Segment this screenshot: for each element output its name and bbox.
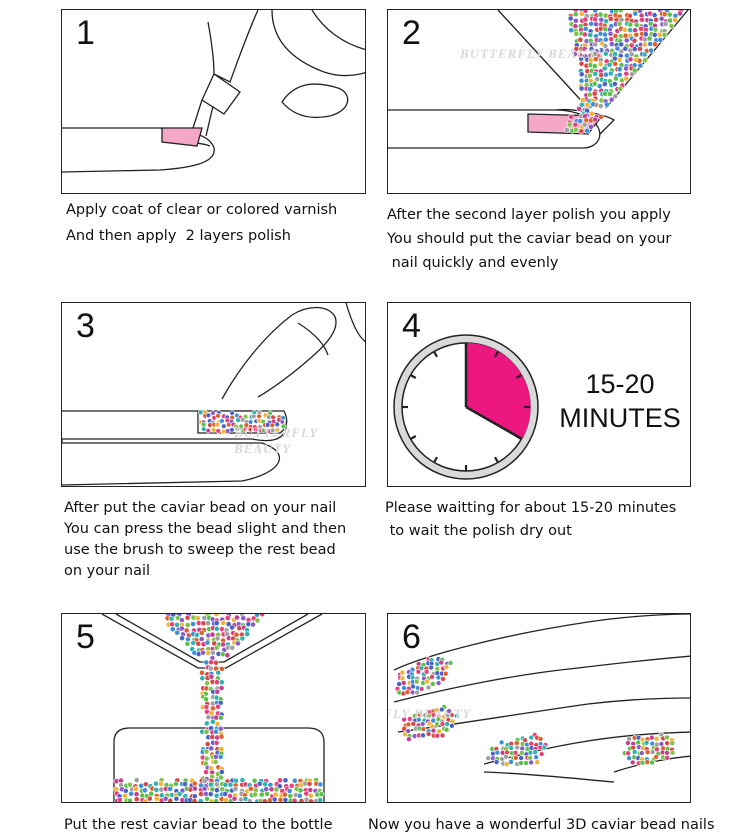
watermark: BUTTERFLY BEAUTY <box>460 46 606 61</box>
timer-label-line-2: MINUTES <box>559 403 681 433</box>
step-2-caption-line-1: After the second layer polish you apply <box>387 207 671 223</box>
step-5-panel: 5 <box>61 613 366 803</box>
timer-label-line-1: 15-20 <box>585 369 655 399</box>
step-3-caption-line-4: on your nail <box>64 563 151 579</box>
step-number: 4 <box>402 307 421 345</box>
bead-pour-illustration <box>388 10 689 149</box>
step-3-caption-line-3: use the brush to sweep the rest bead <box>64 542 336 558</box>
caviar-beads <box>564 10 684 135</box>
hand-finished-nails-illustration <box>393 614 690 783</box>
step-4-caption-line-1: Please waitting for about 15-20 minutes <box>385 500 677 516</box>
step-2-caption-line-3: nail quickly and evenly <box>387 255 559 271</box>
step-2-panel: 2 BUTTERFLY BEAUTY <box>387 9 691 194</box>
step-4-panel: 4 15-20 MINUTES <box>387 302 691 487</box>
caviar-beads <box>113 614 325 802</box>
step-1-panel: 1 <box>61 9 366 194</box>
step-6-panel: 6 BUTTERFLY BEAUTY <box>387 613 691 803</box>
step-number: 1 <box>76 14 95 52</box>
step-1-caption-line-2: And then apply 2 layers polish <box>66 228 291 244</box>
caviar-beads <box>198 409 287 435</box>
watermark: BUTTERFLY BEAUTY <box>234 425 318 456</box>
watermark: BUTTERFLY BEAUTY <box>388 706 472 721</box>
finger-brush-illustration <box>62 10 365 173</box>
step-4-caption-line-2: to wait the polish dry out <box>385 523 572 539</box>
step-number: 5 <box>76 618 95 656</box>
step-number: 6 <box>402 618 421 656</box>
step-3-panel: 3 BUTTERFLY BEAUTY <box>61 302 366 487</box>
step-3-caption-line-1: After put the caviar bead on your nail <box>64 500 337 516</box>
funnel-bottle-illustration <box>101 614 325 802</box>
caviar-beads <box>394 656 676 767</box>
step-number: 2 <box>402 14 421 52</box>
step-number: 3 <box>76 307 95 345</box>
finger-beaded-nail-illustration <box>62 303 365 486</box>
step-5-caption: Put the rest caviar bead to the bottle <box>64 817 333 833</box>
step-2-caption-line-2: You should put the caviar bead on your <box>387 231 672 247</box>
timer-icon <box>393 334 539 480</box>
step-6-caption: Now you have a wonderful 3D caviar bead … <box>368 817 715 833</box>
step-3-caption-line-2: You can press the bead slight and then <box>64 521 347 537</box>
pink-nail <box>161 127 203 147</box>
step-1-caption-line-1: Apply coat of clear or colored varnish <box>66 202 338 218</box>
